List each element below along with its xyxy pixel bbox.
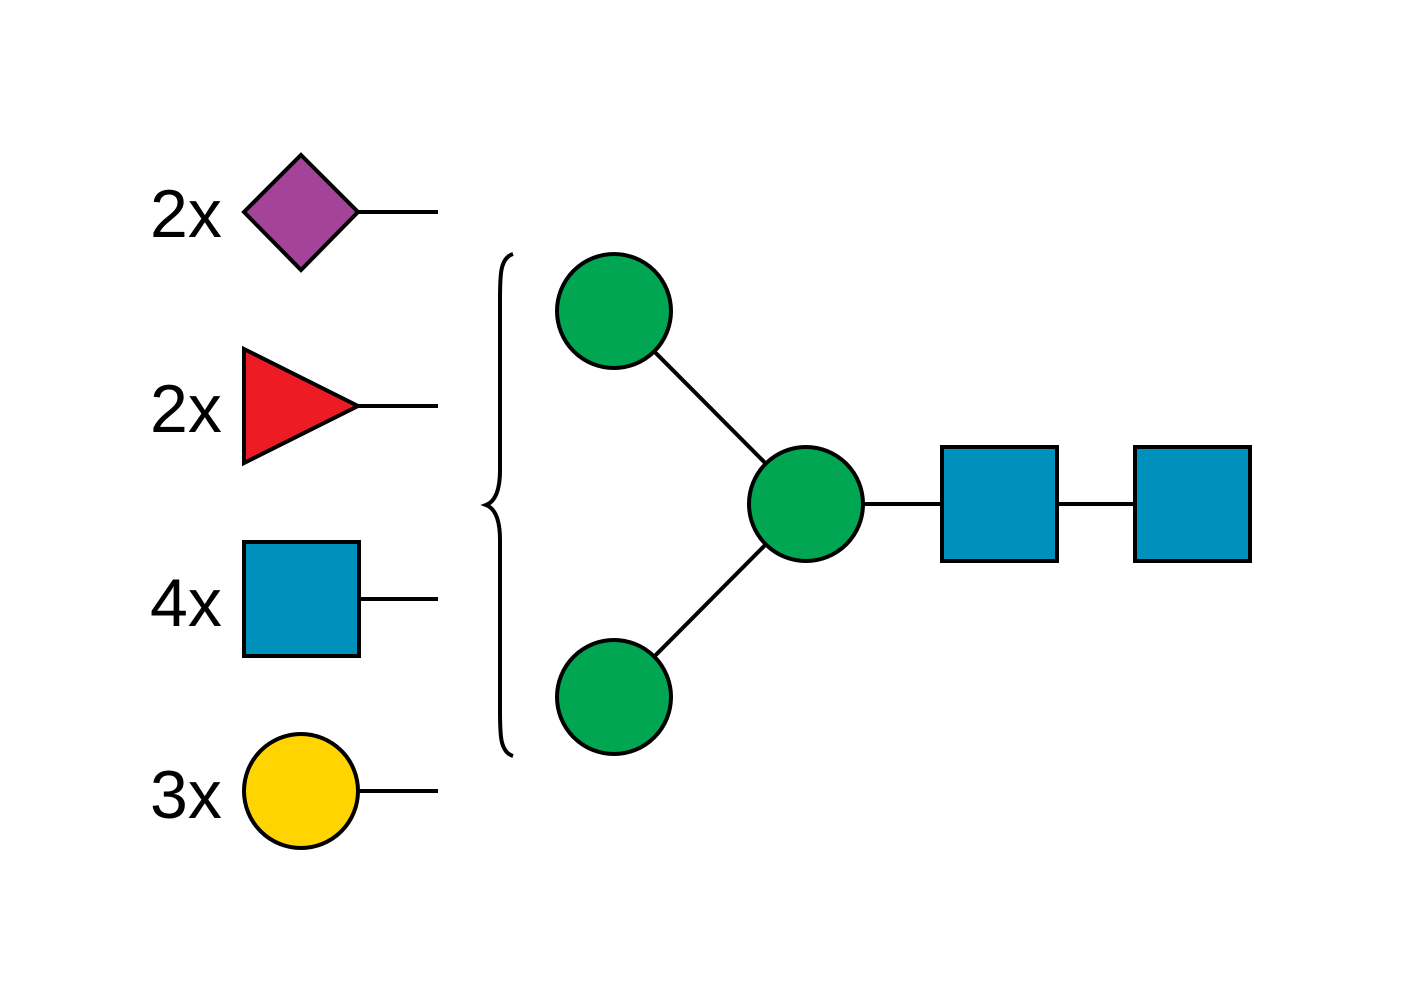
red-triangle-icon	[242, 345, 363, 467]
green-circle-icon	[555, 638, 673, 756]
purple-diamond-icon	[241, 152, 361, 273]
count-label-fucose: 2x	[150, 371, 222, 447]
legend-item-fucose: 2x	[150, 345, 438, 467]
blue-square-icon	[940, 445, 1059, 563]
core-residues	[555, 252, 1252, 756]
green-circle-icon	[747, 445, 865, 563]
count-label-galactose: 3x	[150, 757, 222, 833]
legend-item-neu5ac: 2x	[150, 152, 438, 273]
green-circle-icon	[555, 252, 673, 370]
count-label-glcnac: 4x	[150, 565, 222, 641]
legend-item-glcnac: 4x	[150, 540, 438, 658]
legend-item-galactose: 3x	[150, 732, 438, 850]
yellow-circle-icon	[242, 732, 360, 850]
legend: 2x 2x 4x 3x	[150, 152, 438, 850]
blue-square-icon	[1133, 445, 1252, 563]
core-bonds	[612, 309, 1192, 699]
curly-brace	[480, 252, 514, 758]
count-label-neu5ac: 2x	[150, 176, 222, 252]
blue-square-icon	[242, 540, 361, 658]
